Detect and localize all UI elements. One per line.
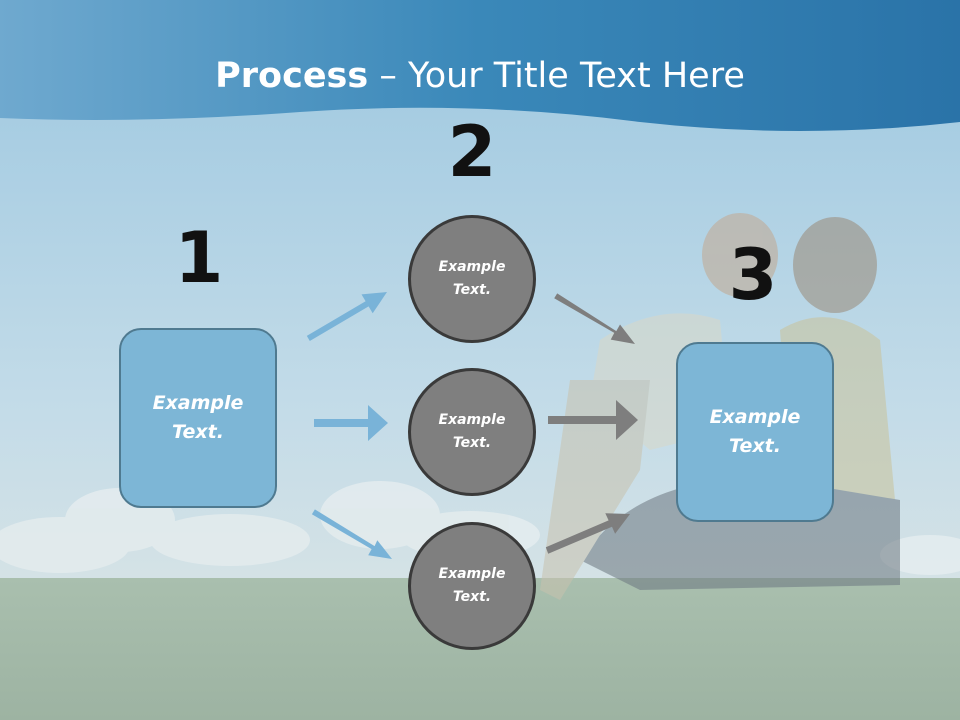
arrow-middle-to-3-icon xyxy=(548,400,638,440)
step-2-circle-bottom-text: Example Text. xyxy=(438,566,506,605)
step-number-2: 2 xyxy=(447,111,497,193)
title-rest-part: – Your Title Text Here xyxy=(368,56,745,96)
step-2-circle-top-text: Example Text. xyxy=(438,259,506,298)
arrow-1-to-middle-icon xyxy=(314,405,388,441)
title-bold-part: Process xyxy=(215,56,369,96)
step-2-circle-top: Example Text. xyxy=(408,215,536,343)
step-1-text: Example Text. xyxy=(152,392,244,443)
arrow-1-to-top-icon xyxy=(306,292,387,341)
step-2-circle-middle-text: Example Text. xyxy=(438,412,506,451)
step-number-1: 1 xyxy=(174,217,224,299)
step-number-3: 3 xyxy=(728,234,778,316)
step-2-circle-bottom: Example Text. xyxy=(408,522,536,650)
arrow-top-to-3-icon xyxy=(554,293,635,344)
slide-title: Process – Your Title Text Here xyxy=(0,54,960,98)
step-1-box: Example Text. xyxy=(119,328,277,508)
step-3-box: Example Text. xyxy=(676,342,834,522)
step-2-circle-middle: Example Text. xyxy=(408,368,536,496)
arrow-1-to-bottom-icon xyxy=(311,509,392,559)
arrow-bottom-to-3-icon xyxy=(545,513,630,554)
step-3-text: Example Text. xyxy=(709,406,801,457)
